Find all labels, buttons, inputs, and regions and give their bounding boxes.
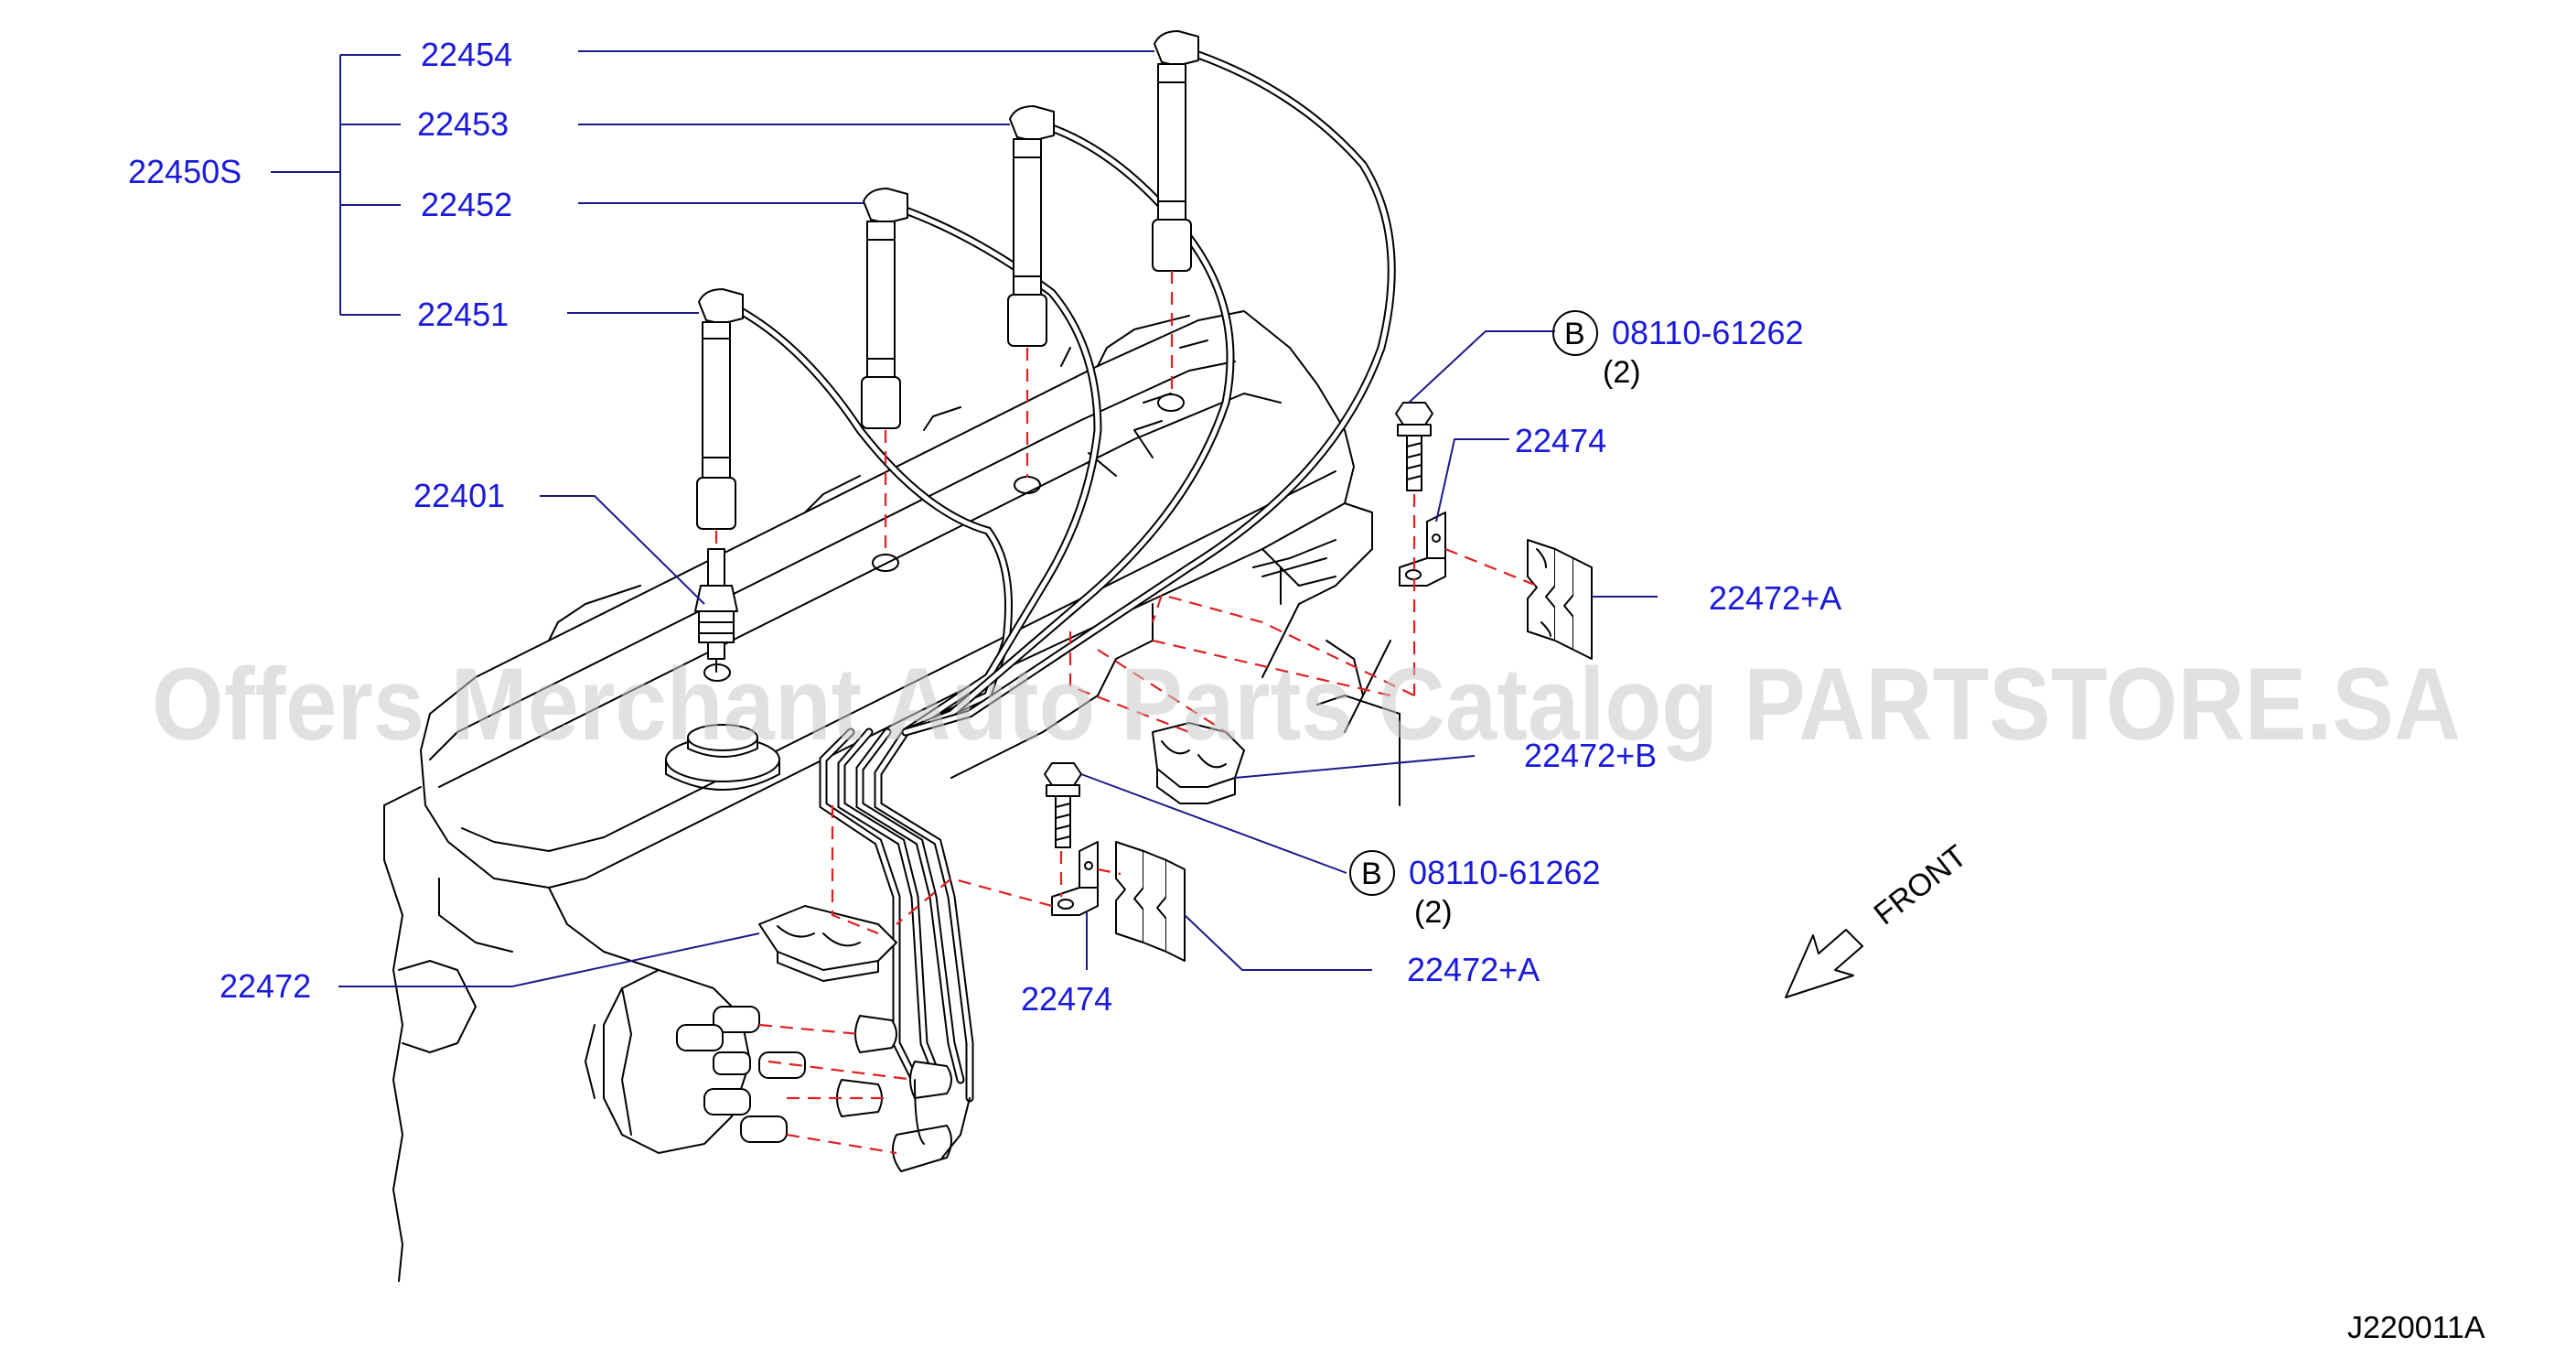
clamp-left	[758, 905, 897, 982]
callout-labels: 22450S 22454 22453 22452 22451 22401 B 0…	[128, 36, 1841, 1018]
bolt-lower	[1044, 762, 1082, 848]
callout-22472A-lower: 22472+A	[1407, 951, 1540, 988]
distributor	[585, 969, 806, 1154]
callout-bolt-upper: B 08110-61262 (2)	[1552, 310, 1804, 390]
diagram-id: J220011A	[2347, 1310, 2485, 1345]
bracket-upper	[1399, 512, 1446, 587]
assembly-guides	[714, 271, 1538, 1155]
ignition-cable-bundle	[696, 30, 1396, 1172]
plug-boot-1	[696, 288, 744, 530]
callout-22453: 22453	[417, 105, 509, 143]
clamp-lower	[1115, 841, 1186, 962]
callout-22451: 22451	[417, 296, 509, 333]
callout-22401: 22401	[413, 477, 505, 514]
bracket-lower	[1051, 841, 1099, 916]
spark-plug	[694, 548, 738, 673]
bolt-lower-part: 08110-61262	[1409, 854, 1601, 891]
plug-boot-2	[861, 188, 908, 429]
callout-22474-upper: 22474	[1515, 422, 1606, 459]
callout-22472A-upper: 22472+A	[1709, 579, 1841, 617]
front-arrow: FRONT	[1785, 838, 1974, 998]
front-label: FRONT	[1868, 838, 1974, 932]
bolt-upper	[1395, 402, 1433, 491]
callout-22472-left: 22472	[220, 967, 311, 1005]
bolt-upper-qty: (2)	[1603, 355, 1641, 390]
callout-22472B: 22472+B	[1524, 737, 1657, 774]
callout-bolt-lower: B 08110-61262 (2)	[1349, 850, 1601, 930]
callout-22474-lower: 22474	[1021, 980, 1112, 1018]
watermark: Offers Merchant Auto Parts Catalog PARTS…	[152, 647, 2461, 761]
bolt-lower-circle-letter: B	[1361, 857, 1382, 891]
callout-22452: 22452	[421, 186, 512, 223]
plug-boot-3	[1007, 105, 1055, 347]
bolt-upper-part: 08110-61262	[1612, 314, 1804, 351]
bolt-upper-circle-letter: B	[1564, 317, 1585, 351]
leader-lines	[271, 50, 1658, 987]
plug-boot-4	[1152, 30, 1199, 272]
clamp-upper	[1527, 539, 1593, 660]
callout-22454: 22454	[421, 36, 512, 73]
callout-22450S: 22450S	[128, 153, 242, 190]
engine-block	[383, 310, 1401, 1282]
bolt-lower-qty: (2)	[1414, 895, 1453, 930]
